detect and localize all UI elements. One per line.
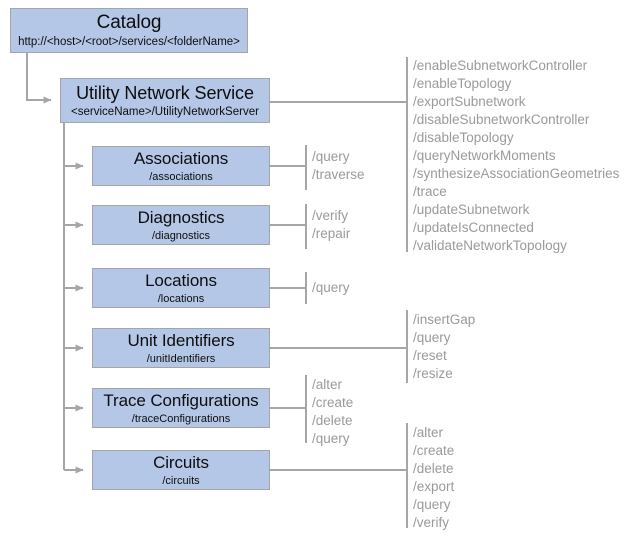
operation-item: /query (312, 431, 350, 446)
node-utility-network-service-path: <serviceName>/UtilityNetworkServer (71, 105, 259, 118)
node-catalog-title: Catalog (96, 12, 162, 33)
node-diagnostics[interactable]: Diagnostics /diagnostics (92, 205, 270, 245)
operation-item: /validateNetworkTopology (413, 238, 567, 253)
operation-item: /delete (312, 413, 353, 428)
node-utility-network-service-title: Utility Network Service (76, 82, 254, 103)
node-locations-path: /locations (157, 292, 205, 305)
operation-item: /verify (413, 515, 450, 530)
operation-item: /query (312, 280, 350, 295)
node-diagnostics-title: Diagnostics (137, 207, 225, 227)
node-catalog-path: http://<host>/<root>/services/<folderNam… (18, 36, 240, 48)
operation-item: /queryNetworkMoments (413, 148, 556, 163)
operation-item: /create (413, 443, 455, 458)
node-unit-identifiers[interactable]: Unit Identifiers /unitIdentifiers (92, 328, 270, 368)
operation-item: /resize (413, 366, 453, 381)
operation-item: /reset (413, 348, 447, 363)
node-associations-title: Associations (133, 148, 229, 168)
operation-item: /exportSubnetwork (413, 94, 526, 109)
operation-item: /query (413, 330, 451, 345)
operation-item: /updateIsConnected (413, 220, 534, 235)
node-trace-configurations-path: /traceConfigurations (131, 412, 231, 425)
operation-item: /alter (312, 377, 343, 392)
node-trace-configurations[interactable]: Trace Configurations /traceConfiguration… (92, 388, 270, 428)
operation-item: /create (312, 395, 354, 410)
operation-item: /disableSubnetworkController (413, 112, 590, 127)
operation-item: /enableSubnetworkController (413, 58, 588, 73)
operation-item: /insertGap (413, 312, 476, 327)
node-associations[interactable]: Associations /associations (92, 146, 270, 186)
operation-item: /delete (413, 461, 454, 476)
node-catalog[interactable]: Catalog http://<host>/<root>/services/<f… (10, 8, 248, 53)
operation-item: /query (312, 149, 350, 164)
operations-associations: /query /traverse (312, 148, 365, 184)
operation-item: /query (413, 497, 451, 512)
node-diagnostics-path: /diagnostics (151, 229, 211, 242)
operations-circuits: /alter /create /delete /export /query /v… (413, 424, 454, 532)
operation-item: /disableTopology (413, 130, 514, 145)
operation-item: /export (413, 479, 455, 494)
node-locations[interactable]: Locations /locations (92, 268, 270, 308)
operation-item: /verify (312, 208, 349, 223)
node-circuits-path: /circuits (162, 474, 200, 487)
node-associations-path: /associations (149, 170, 213, 183)
node-utility-network-service[interactable]: Utility Network Service <serviceName>/Ut… (60, 78, 270, 123)
operations-unit-identifiers: /insertGap /query /reset /resize (413, 311, 475, 383)
node-unit-identifiers-title: Unit Identifiers (127, 330, 235, 350)
operation-item: /enableTopology (413, 76, 512, 91)
operation-item: /repair (312, 226, 351, 241)
node-trace-configurations-title: Trace Configurations (103, 390, 259, 410)
node-circuits-title: Circuits (153, 452, 209, 472)
operation-item: /updateSubnetwork (413, 202, 530, 217)
operation-item: /trace (413, 184, 447, 199)
operation-item: /alter (413, 425, 444, 440)
node-locations-title: Locations (145, 270, 217, 290)
node-circuits[interactable]: Circuits /circuits (92, 450, 270, 490)
wire-catalog-to-service (26, 53, 52, 104)
node-unit-identifiers-path: /unitIdentifiers (146, 352, 216, 365)
operations-utility-network-service: /enableSubnetworkController /enableTopol… (413, 57, 619, 255)
operation-item: /traverse (312, 167, 365, 182)
operations-locations: /query (312, 279, 350, 297)
operations-diagnostics: /verify /repair (312, 207, 350, 243)
operations-trace-configurations: /alter /create /delete /query (312, 376, 353, 448)
operation-item: /synthesizeAssociationGeometries (413, 166, 620, 181)
